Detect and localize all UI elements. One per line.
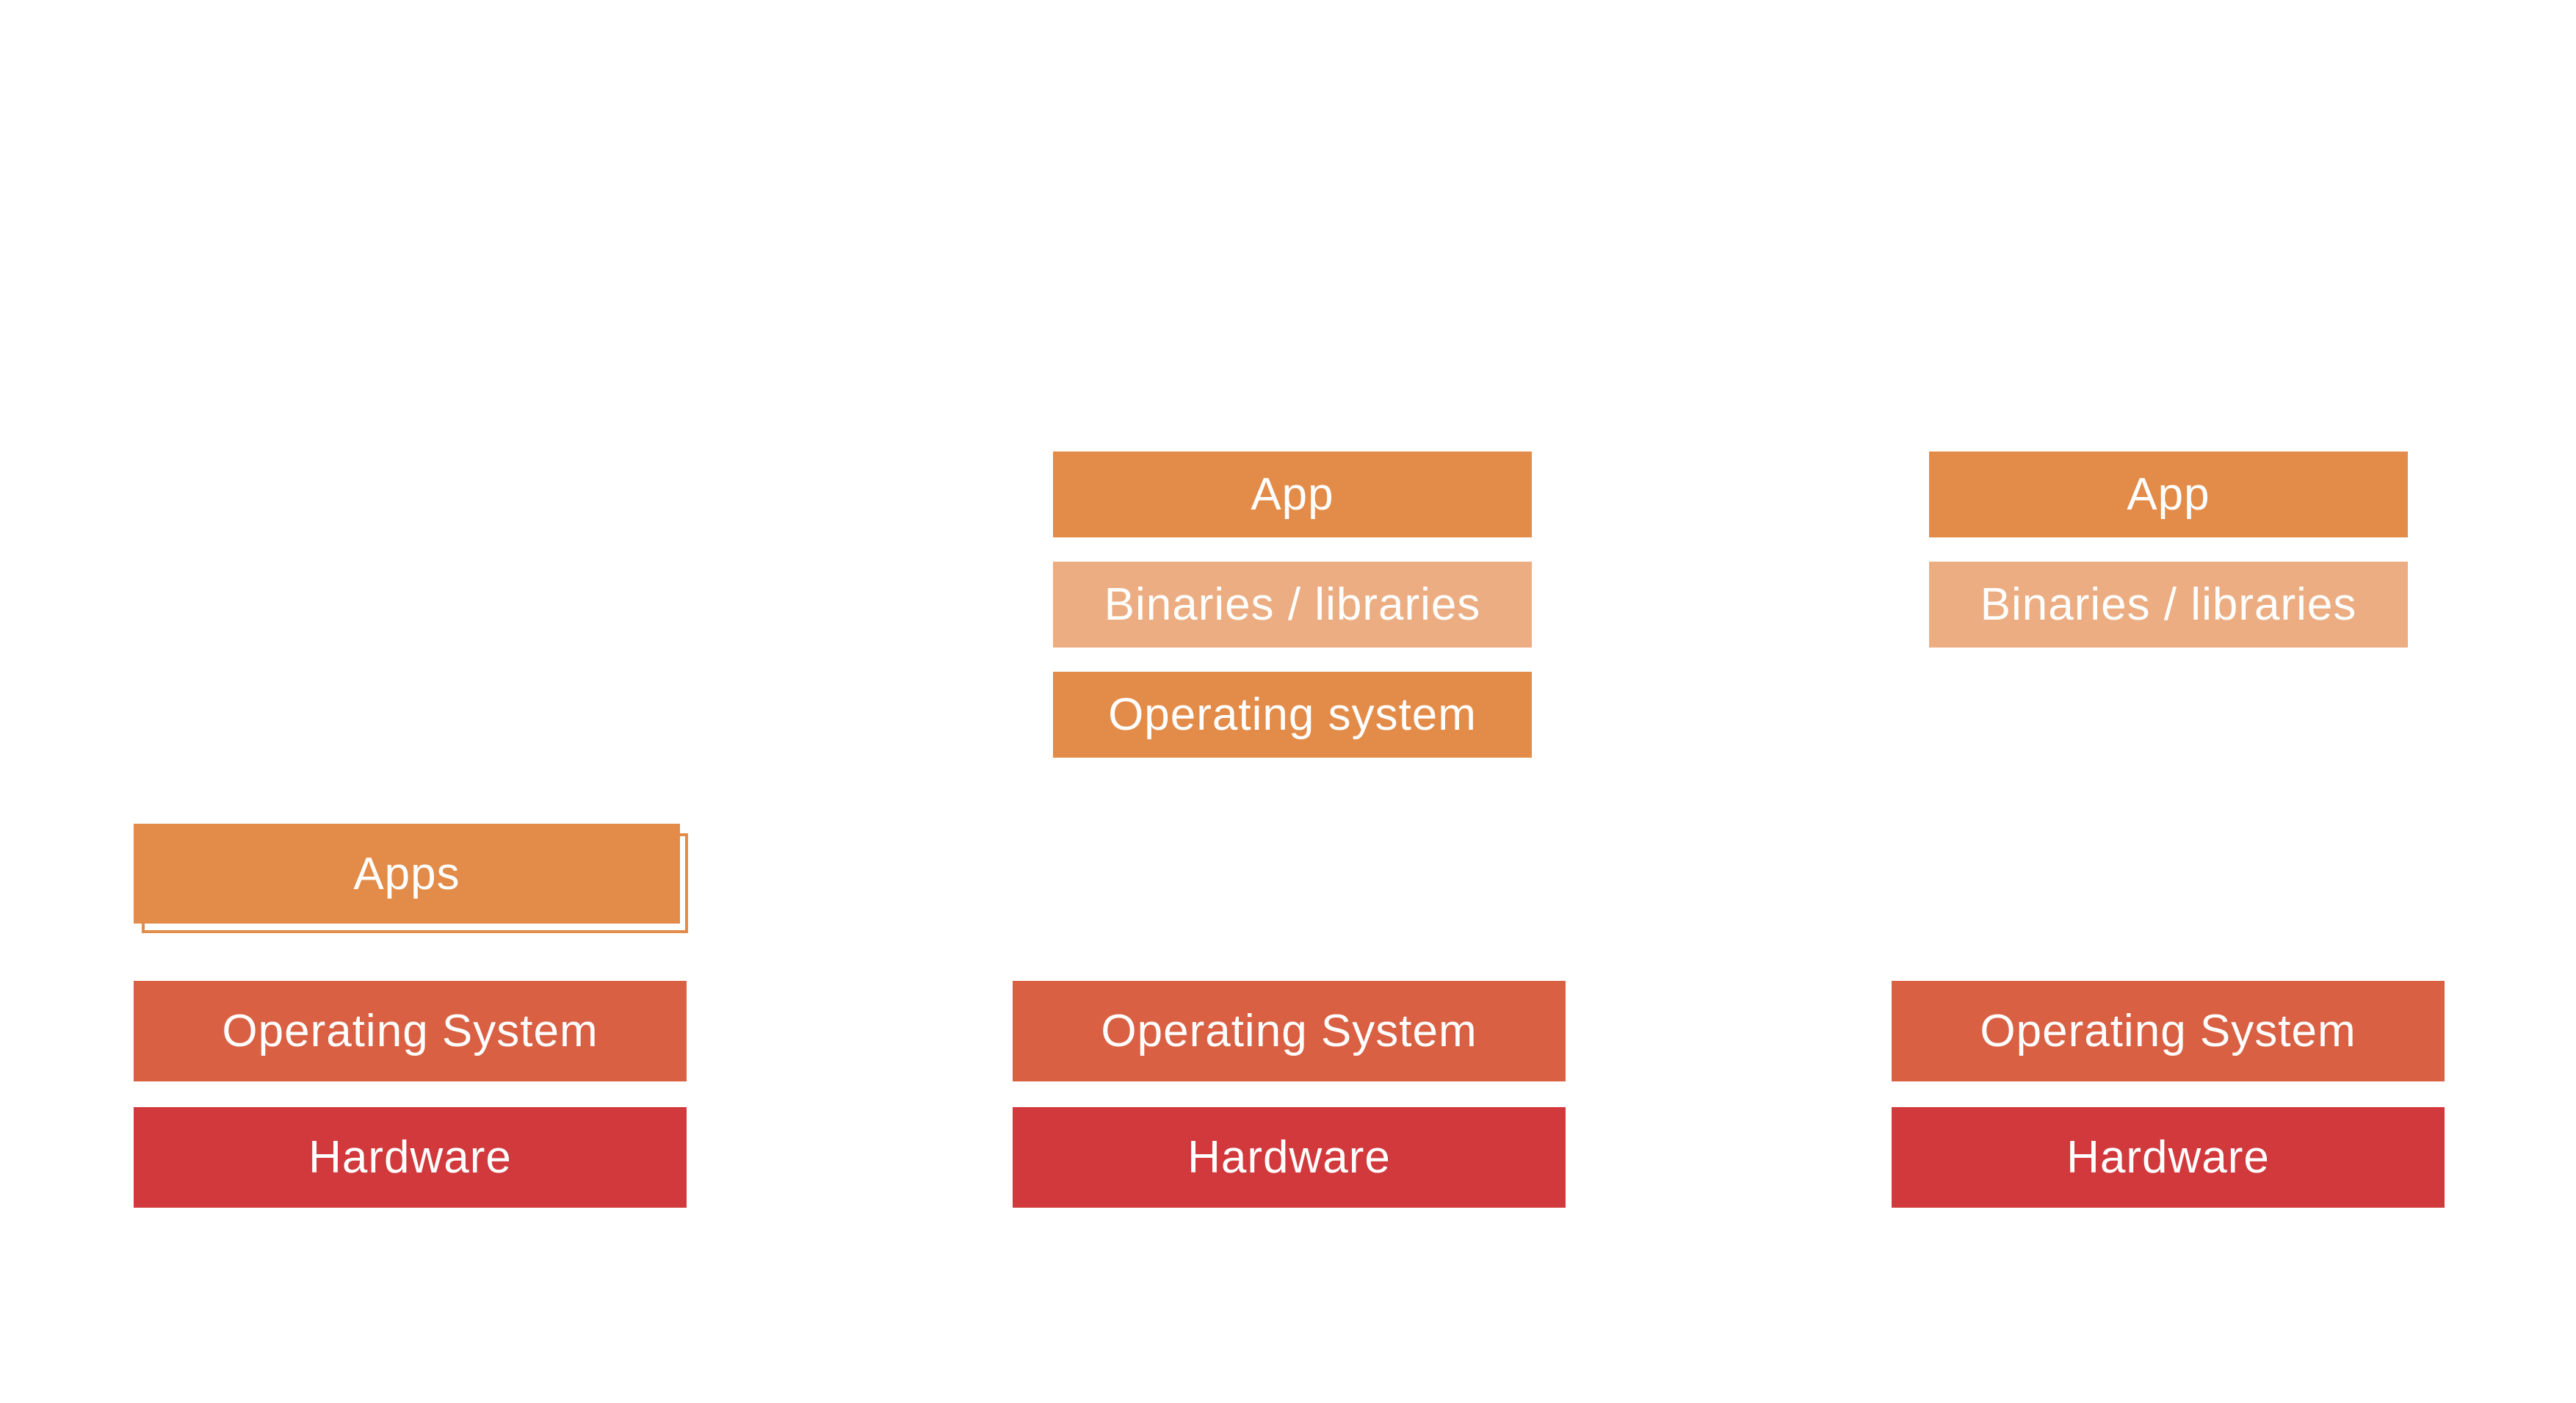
hardware-label: Hardware: [2066, 1132, 2270, 1183]
hardware-label: Hardware: [1187, 1132, 1391, 1183]
app-label: App: [1251, 469, 1334, 520]
hardware-box: Hardware: [1013, 1107, 1566, 1208]
host-os-box: Operating System: [1013, 981, 1566, 1081]
guest-os-label: Operating system: [1108, 689, 1477, 740]
binaries-box: Binaries / libraries: [1929, 562, 2408, 648]
apps-label: Apps: [353, 848, 460, 899]
app-label: App: [2127, 469, 2210, 520]
binaries-label: Binaries / libraries: [1980, 579, 2357, 630]
apps-box: Apps: [134, 824, 680, 924]
host-os-label: Operating System: [1101, 1006, 1477, 1056]
guest-os-box: Operating system: [1053, 672, 1532, 758]
binaries-label: Binaries / libraries: [1104, 579, 1481, 630]
app-box: App: [1929, 452, 2408, 537]
hardware-label: Hardware: [308, 1132, 512, 1183]
host-os-label: Operating System: [222, 1006, 598, 1056]
hardware-box: Hardware: [134, 1107, 687, 1208]
hardware-box: Hardware: [1892, 1107, 2445, 1208]
host-os-label: Operating System: [1980, 1006, 2356, 1056]
app-box: App: [1053, 452, 1532, 537]
host-os-box: Operating System: [134, 981, 687, 1081]
binaries-box: Binaries / libraries: [1053, 562, 1532, 648]
host-os-box: Operating System: [1892, 981, 2445, 1081]
